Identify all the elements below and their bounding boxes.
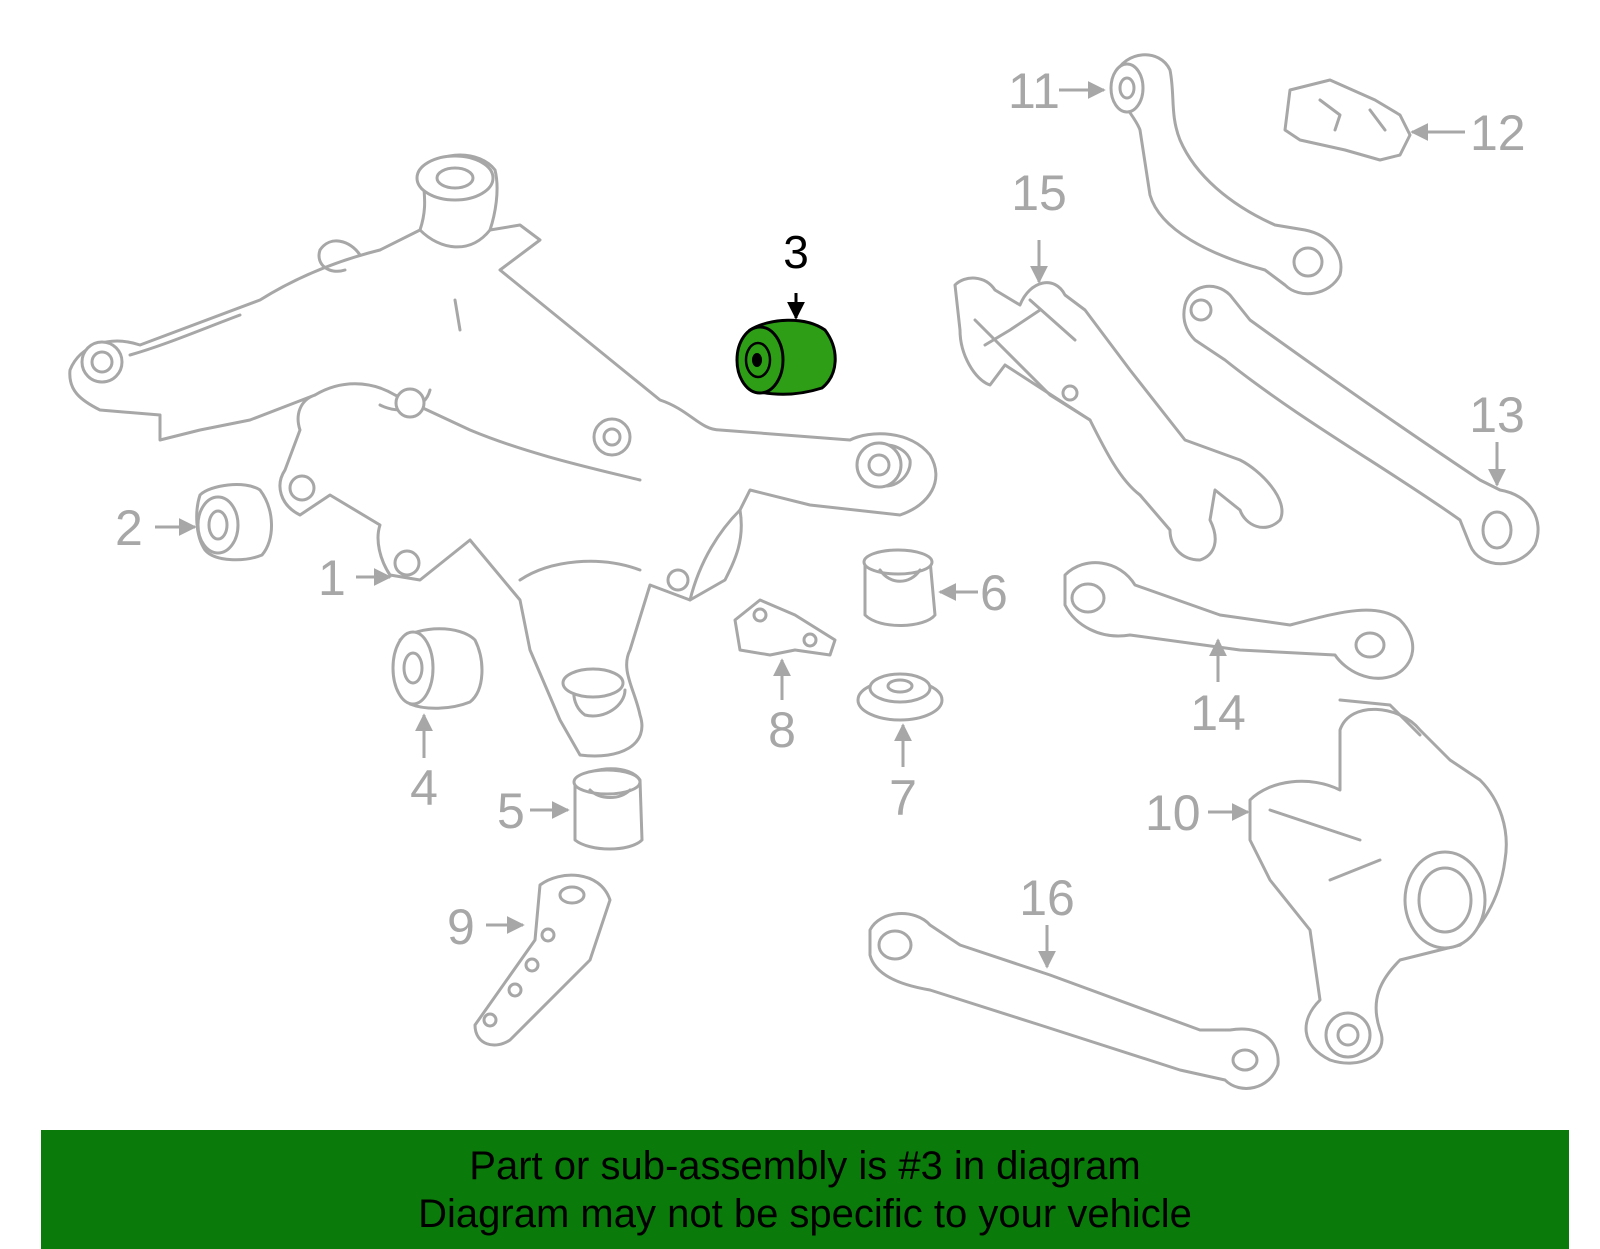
bushing-part-6[interactable] — [862, 548, 937, 627]
subframe-part[interactable] — [68, 153, 938, 758]
arm-part-14[interactable] — [1063, 561, 1415, 680]
callout-15: 15 — [1011, 165, 1067, 221]
knuckle-part-10[interactable] — [1248, 698, 1508, 1065]
callout-1: 1 — [318, 550, 346, 606]
callout-3: 3 — [783, 226, 809, 278]
banner-line-2: Diagram may not be specific to your vehi… — [418, 1192, 1192, 1236]
rod-part-13[interactable] — [1182, 284, 1540, 566]
callout-5: 5 — [497, 783, 525, 839]
bracket-part-8[interactable] — [733, 598, 837, 657]
upper-arm-part-11[interactable] — [1109, 53, 1343, 296]
bushing-part-2[interactable] — [195, 483, 273, 562]
callout-4: 4 — [410, 760, 438, 816]
callout-8: 8 — [768, 702, 796, 758]
callout-16: 16 — [1019, 870, 1075, 926]
callout-9: 9 — [447, 899, 475, 955]
callout-11: 11 — [1008, 63, 1060, 119]
mount-part-7[interactable] — [856, 672, 944, 722]
parts-diagram: 1 2 3 4 5 6 7 8 9 10 11 12 13 14 15 16 — [68, 53, 1540, 1090]
callout-2: 2 — [115, 500, 143, 556]
callout-7: 7 — [889, 770, 917, 826]
bracket-part-12[interactable] — [1283, 78, 1412, 162]
link-part-9[interactable] — [473, 873, 612, 1047]
callout-6: 6 — [980, 565, 1008, 621]
bushing-part-4[interactable] — [391, 627, 484, 710]
arm-part-16[interactable] — [868, 912, 1280, 1090]
callout-13: 13 — [1469, 387, 1525, 443]
callout-10: 10 — [1145, 785, 1201, 841]
callout-12: 12 — [1470, 105, 1526, 161]
callout-14: 14 — [1190, 685, 1246, 741]
info-banner: Part or sub-assembly is #3 in diagram Di… — [41, 1130, 1569, 1249]
bushing-part-5[interactable] — [572, 767, 644, 851]
bushing-part-3-highlighted[interactable] — [735, 318, 837, 396]
banner-line-1: Part or sub-assembly is #3 in diagram — [469, 1144, 1141, 1188]
